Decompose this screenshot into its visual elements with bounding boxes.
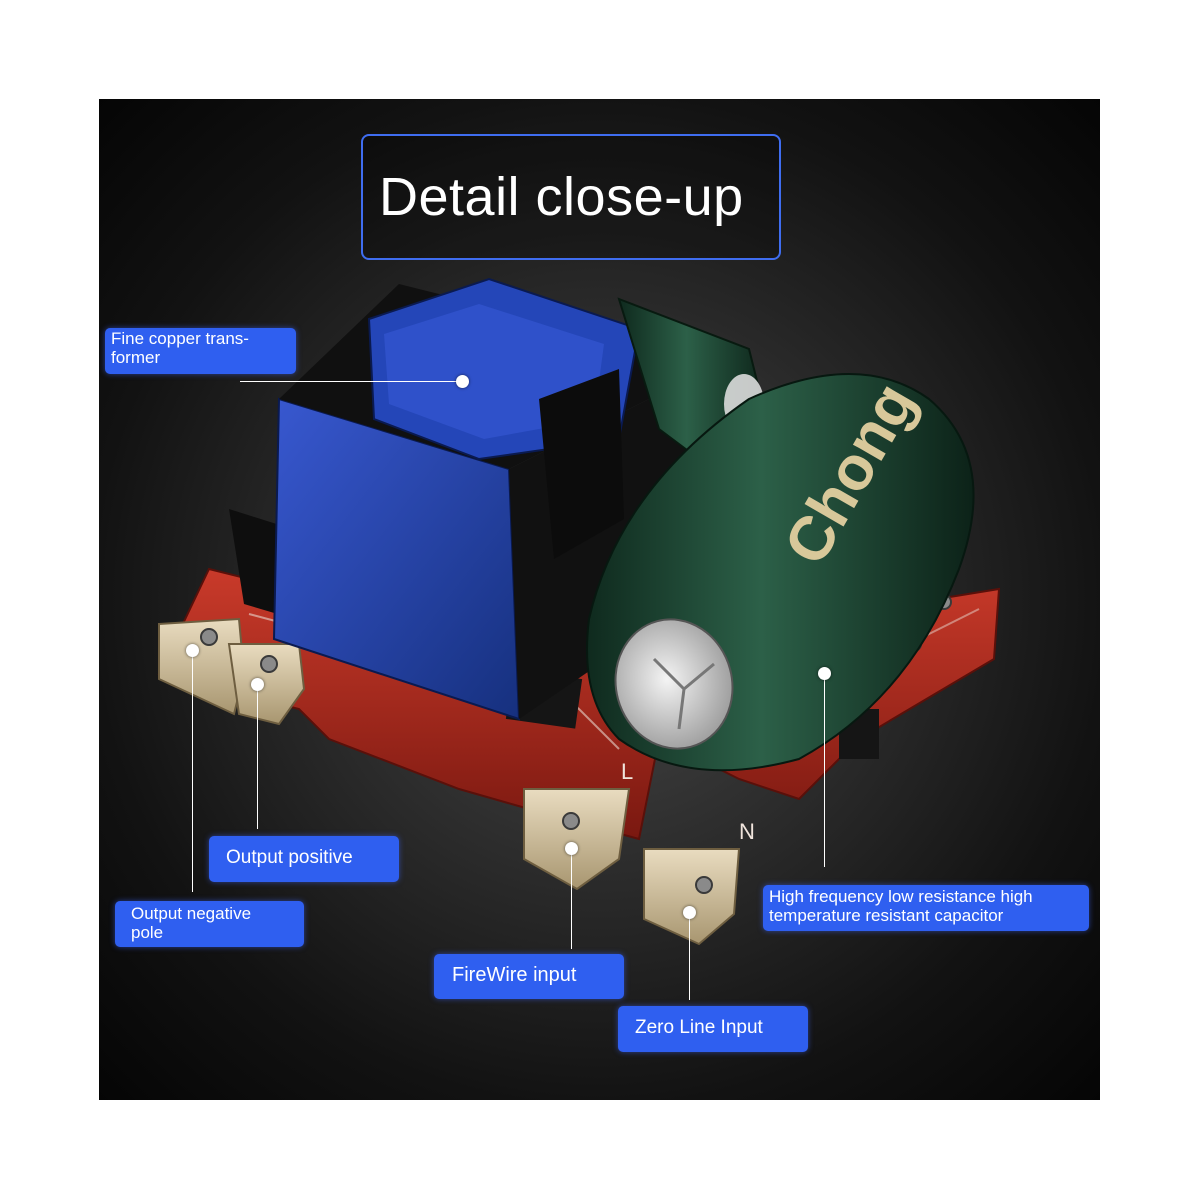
leader-dot-output-positive xyxy=(251,678,264,691)
leader-line-firewire-input xyxy=(571,851,572,949)
electrolytic-capacitors: Chong xyxy=(586,297,975,772)
leader-line-capacitor xyxy=(824,679,825,867)
callout-output-positive: Output positive xyxy=(209,836,399,882)
leader-line-transformer xyxy=(240,381,462,382)
leader-line-output-positive xyxy=(257,687,258,829)
terminal-l-label: L xyxy=(621,759,633,784)
callout-capacitor: High frequency low resistance high tempe… xyxy=(763,885,1089,931)
callout-output-positive-text: Output positive xyxy=(226,847,353,868)
callout-zero-line-input-text: Zero Line Input xyxy=(635,1017,763,1038)
callout-zero-line-input: Zero Line Input xyxy=(618,1006,808,1052)
callout-transformer: Fine copper trans- former xyxy=(105,328,296,374)
callout-firewire-input-text: FireWire input xyxy=(452,964,577,986)
callout-output-negative-line2: pole xyxy=(131,922,164,942)
callout-capacitor-line1: High frequency low resistance high xyxy=(769,887,1033,906)
terminal-n-label: N xyxy=(739,819,755,844)
callout-firewire-input: FireWire input xyxy=(434,954,624,999)
leader-dot-capacitor xyxy=(818,667,831,680)
callout-transformer-line2: former xyxy=(111,347,161,367)
leader-dot-output-negative xyxy=(186,644,199,657)
callout-output-negative: Output negative pole xyxy=(115,901,304,947)
callout-transformer-line1: Fine copper trans- xyxy=(111,329,249,348)
leader-line-output-negative xyxy=(192,654,193,892)
leader-dot-transformer xyxy=(456,375,469,388)
leader-line-zero-line-input xyxy=(689,916,690,1000)
callout-output-negative-line1: Output negative xyxy=(131,904,252,923)
leader-dot-firewire-input xyxy=(565,842,578,855)
title-box: Detail close-up xyxy=(361,134,781,260)
product-photo: Chong L N Detail close-up Fine copper tr… xyxy=(99,99,1100,1100)
leader-dot-zero-line-input xyxy=(683,906,696,919)
page-title: Detail close-up xyxy=(379,167,744,227)
power-module-illustration: Chong L N xyxy=(157,277,1001,946)
callout-capacitor-line2: temperature resistant capacitor xyxy=(769,905,1004,925)
